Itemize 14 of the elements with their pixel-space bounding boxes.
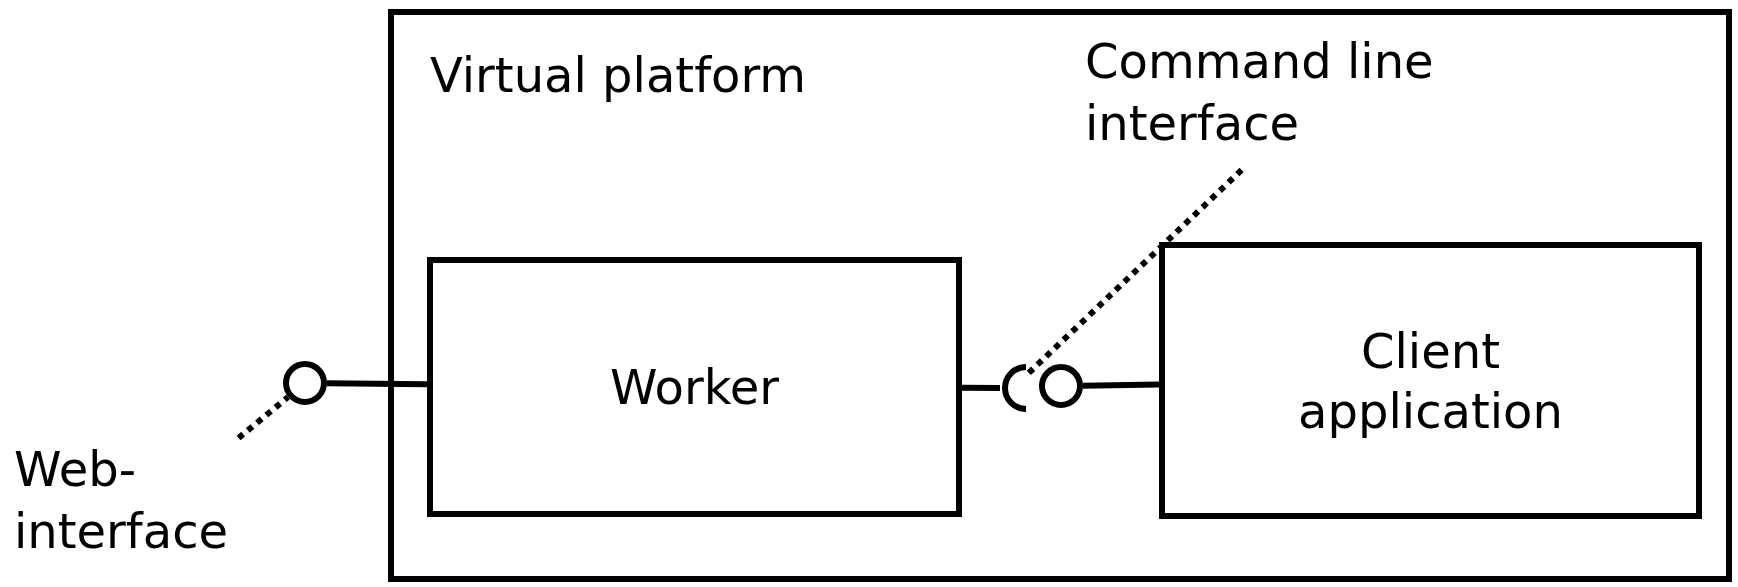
connector-line — [326, 380, 428, 388]
connector-line — [1082, 381, 1160, 389]
interface-label: Command line interface — [1085, 30, 1545, 170]
component-frame — [388, 9, 1732, 582]
interface-ball — [283, 361, 327, 405]
leader-line — [236, 394, 290, 441]
frame-title: Virtual platform — [430, 47, 807, 105]
component-box — [427, 257, 962, 517]
interface-label: Web- interface — [14, 438, 294, 578]
component-box — [1159, 242, 1702, 519]
component-label: Client application — [1297, 321, 1564, 441]
component-label: Worker — [609, 358, 780, 417]
connector-line — [962, 384, 1000, 391]
interface-ball — [1039, 364, 1083, 408]
